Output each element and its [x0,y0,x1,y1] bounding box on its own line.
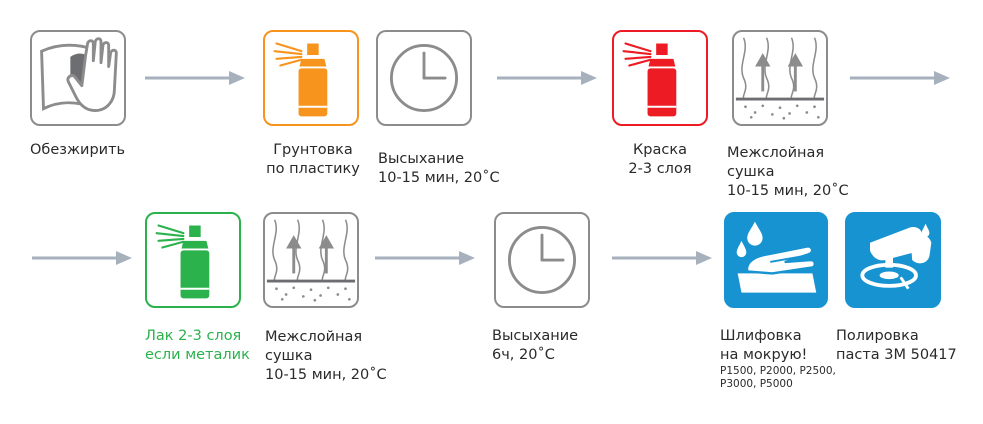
grit-list: P1500, P2000, P2500, [720,365,836,377]
step-label-drying: Высыхание 10-15 мин, 20˚C [378,150,500,188]
label-line: Грунтовка [273,142,353,158]
primer-tile [263,30,359,126]
step-label-drying-2: Высыхание 6ч, 20˚C [492,327,578,365]
step-label-wet-sanding: Шлифовка на мокрую! P1500, P2000, P2500,… [720,327,836,391]
label-line: паста 3M 50417 [836,347,957,363]
degrease-tile [30,30,126,126]
polishing-icon [860,223,932,290]
step-label-paint: Краска 2-3 слоя [610,141,710,179]
label-line: Краска [633,142,687,158]
label-line: сушка [727,164,775,180]
flow-arrow [850,70,950,90]
label-line: 10-15 мин, 20˚C [378,170,500,186]
degrease-cloth-icon [40,37,118,113]
drying-tile [376,30,472,126]
flow-arrow [612,250,712,270]
label-line: на мокрую! [720,347,808,363]
grit-list: P3000, P5000 [720,378,793,390]
flow-arrow [497,70,597,90]
spray-can-orange-icon [273,42,328,117]
interlayer-drying-icon [735,37,825,120]
clock-icon [507,225,577,295]
flow-arrow [145,70,245,90]
step-label-polishing: Полировка паста 3M 50417 [836,327,957,365]
label-line: Обезжирить [30,142,126,158]
spray-can-green-icon [155,224,210,299]
paint-tile [612,30,708,126]
flow-arrow [375,250,475,270]
label-line: Межслойная [727,145,825,161]
step-label-lacquer: Лак 2-3 слоя если металик [145,327,250,365]
lacquer-tile [145,212,241,308]
polishing-tile [845,212,941,308]
label-line: Высыхание [492,328,579,344]
label-line: 10-15 мин, 20˚C [265,367,387,383]
step-label-primer: Грунтовка по пластику [258,141,368,179]
label-line: 2-3 слоя [628,161,692,177]
wet-sanding-icon [736,221,817,293]
label-line: по пластику [266,161,360,177]
interlayer-tile [732,30,828,126]
interlayer-tile-2 [263,212,359,308]
label-line: Лак 2-3 слоя [145,328,242,344]
step-label-interlayer: Межслойная сушка 10-15 мин, 20˚C [727,144,849,201]
interlayer-drying-icon [266,219,356,302]
label-line: Высыхание [378,151,465,167]
clock-icon [389,43,459,113]
step-label-degrease: Обезжирить [30,141,125,160]
label-line: Шлифовка [720,328,802,344]
wet-sanding-tile [724,212,828,308]
drying-tile-2 [494,212,590,308]
label-line: если металик [145,347,250,363]
label-line: Межслойная [265,329,363,345]
spray-can-red-icon [622,42,677,117]
label-line: 10-15 мин, 20˚C [727,183,849,199]
step-label-interlayer-2: Межслойная сушка 10-15 мин, 20˚C [265,328,387,385]
flow-arrow [32,250,132,270]
label-line: Полировка [836,328,919,344]
label-line: сушка [265,348,313,364]
label-line: 6ч, 20˚C [492,347,555,363]
